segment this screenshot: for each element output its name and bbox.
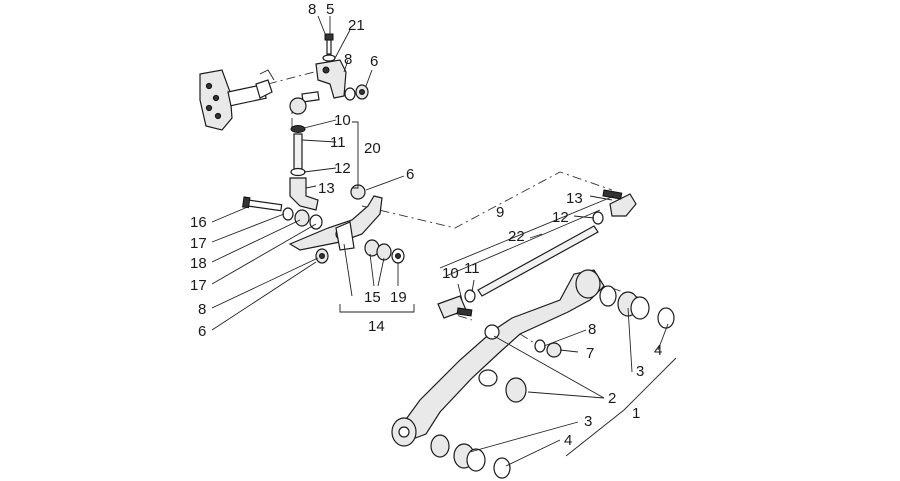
label-12-right: 12 xyxy=(552,209,569,226)
label-11-left: 11 xyxy=(330,134,346,151)
label-8-right: 8 xyxy=(588,321,596,338)
label-14: 14 xyxy=(368,318,385,335)
label-12-left: 12 xyxy=(334,160,351,177)
selector-lever-part xyxy=(288,195,405,264)
connecting-rod-22 xyxy=(437,225,599,319)
label-20: 20 xyxy=(364,140,381,157)
label-9: 9 xyxy=(496,204,504,221)
label-6-upper: 6 xyxy=(370,53,378,70)
label-16: 16 xyxy=(190,214,207,231)
label-18: 18 xyxy=(190,255,207,272)
label-2: 2 xyxy=(608,390,616,407)
right-upper-joint xyxy=(350,184,637,225)
label-19: 19 xyxy=(390,289,407,306)
label-15: 15 xyxy=(364,289,381,306)
part-labels: 8 5 21 8 6 10 11 20 12 13 6 16 17 18 17 … xyxy=(190,1,662,449)
label-10-right: 10 xyxy=(442,265,459,282)
label-4-lower: 4 xyxy=(564,432,572,449)
vertical-rod-assembly xyxy=(289,125,319,211)
label-5: 5 xyxy=(326,1,334,18)
label-11-right: 11 xyxy=(464,260,480,277)
leader-lines xyxy=(211,15,677,467)
label-6-mid: 6 xyxy=(406,166,414,183)
label-10-left: 10 xyxy=(334,112,351,129)
upper-linkage-parts xyxy=(289,33,369,115)
gear-pedal-lever xyxy=(391,269,675,479)
label-1: 1 xyxy=(632,405,640,422)
label-6-left: 6 xyxy=(198,323,206,340)
label-8-left: 8 xyxy=(198,301,206,318)
label-13-right: 13 xyxy=(566,190,583,207)
label-17-b: 17 xyxy=(190,277,207,294)
gearbox-shaft-part xyxy=(199,69,275,131)
label-3-lower: 3 xyxy=(584,413,592,430)
label-13-left: 13 xyxy=(318,180,335,197)
label-8-upper: 8 xyxy=(344,51,352,68)
label-22: 22 xyxy=(508,228,525,245)
label-17-a: 17 xyxy=(190,235,207,252)
label-3-upper: 3 xyxy=(636,363,644,380)
label-21: 21 xyxy=(348,17,365,34)
label-4-upper: 4 xyxy=(654,342,662,359)
label-7: 7 xyxy=(586,345,594,362)
label-8-top: 8 xyxy=(308,1,316,18)
